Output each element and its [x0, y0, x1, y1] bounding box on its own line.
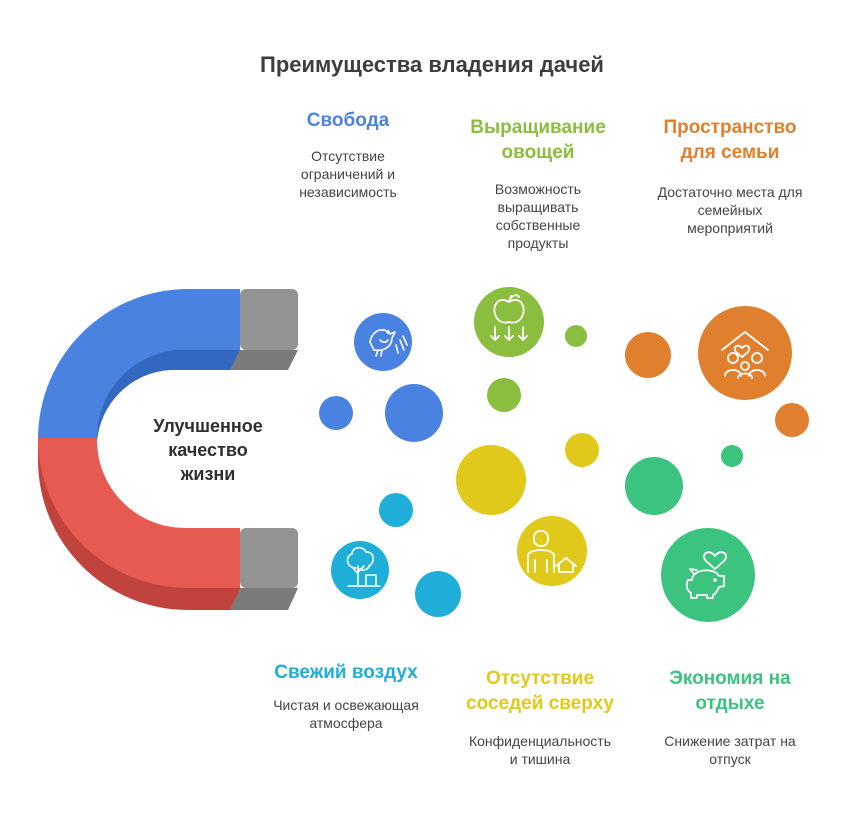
bubble-vegetables-small — [565, 325, 587, 347]
no-neighbors-title: Отсутствие соседей сверху — [466, 668, 614, 714]
bubble-savings-medium — [625, 457, 683, 515]
bubble-neighbors-small — [565, 433, 599, 467]
bubble-family-medium — [625, 332, 671, 378]
tree-icon — [346, 546, 381, 587]
magnet-top-pole-shadow — [230, 350, 298, 370]
magnet-bottom-half — [38, 438, 240, 588]
vacation-savings-title: Экономия на отдыхе — [669, 668, 791, 714]
freedom-description: Отсутствие ограничений и независимость — [299, 148, 397, 200]
bubble-air-small — [379, 493, 413, 527]
family-space-description: Достаточно места для семейных мероприяти… — [657, 184, 803, 236]
no-neighbors-description: Конфиденциальность и тишина — [468, 733, 611, 767]
vegetables-title: Выращивание овощей — [470, 117, 606, 163]
bubble-savings-icon — [661, 528, 755, 622]
vacation-savings-description: Снижение затрат на отпуск — [664, 733, 796, 767]
bubble-neighbors-icon — [517, 516, 587, 586]
bubble-family-small — [775, 403, 809, 437]
person-house-icon — [527, 530, 577, 573]
magnet-bottom-pole — [240, 528, 298, 588]
fresh-air-description: Чистая и освежающая атмосфера — [273, 697, 419, 731]
fresh-air-title: Свежий воздух — [274, 662, 418, 683]
vegetables-description: Возможность выращивать собственные проду… — [494, 181, 582, 251]
bubble-family-icon — [698, 306, 792, 400]
bubble-neighbors-large — [456, 445, 526, 515]
magnet-bottom-pole-shadow — [230, 588, 298, 610]
family-space-title: Пространство для семьи — [663, 117, 797, 163]
bubble-vegetables-medium — [487, 378, 521, 412]
freedom-title: Свобода — [306, 110, 390, 131]
magnet-top-pole — [240, 289, 298, 350]
family-home-icon — [721, 331, 769, 379]
apple-icon — [490, 294, 528, 341]
page-title: Преимущества владения дачей — [260, 52, 604, 77]
piggy-bank-icon — [685, 551, 727, 599]
bubble-freedom-small — [319, 396, 353, 430]
bird-icon — [369, 329, 408, 357]
bubble-savings-small — [721, 445, 743, 467]
magnet-top-half — [38, 289, 240, 438]
center-label: Улучшенное качество жизни — [153, 416, 263, 484]
bubble-freedom-medium — [385, 384, 443, 442]
bubble-air-medium — [415, 571, 461, 617]
